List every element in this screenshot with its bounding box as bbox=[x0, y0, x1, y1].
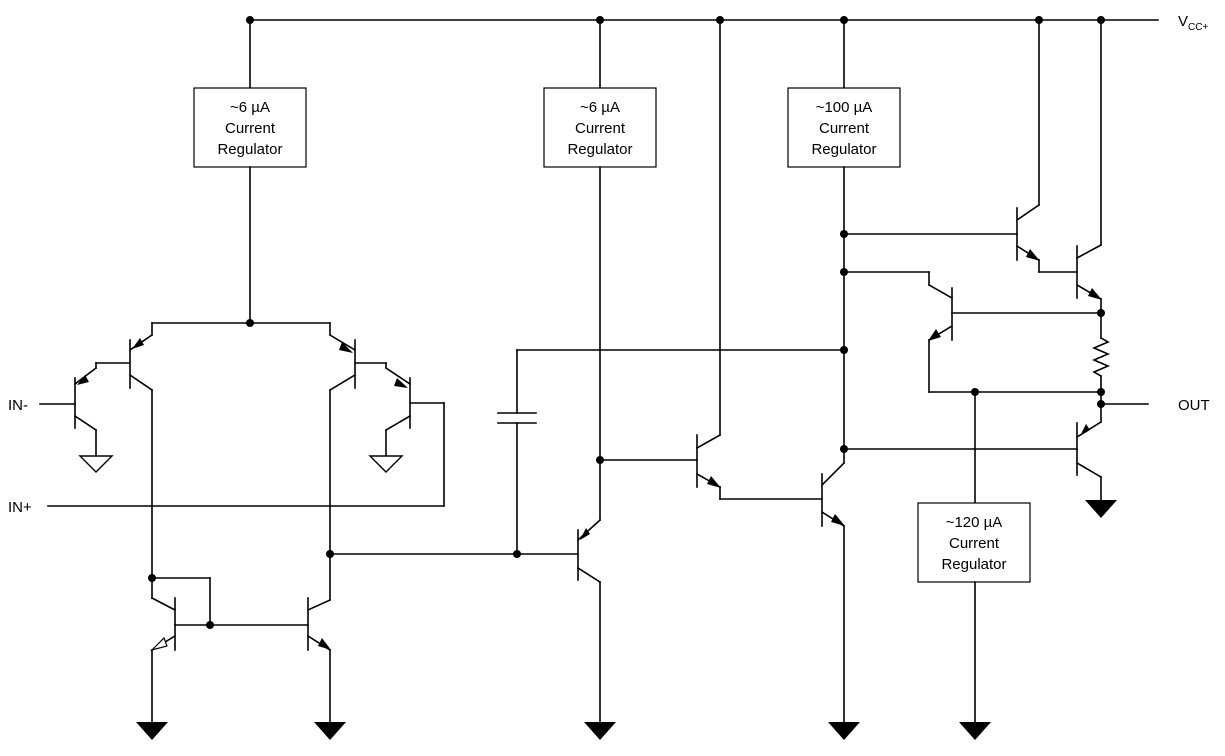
driver-stage bbox=[695, 19, 860, 740]
regulator-1-line3: Regulator bbox=[217, 141, 282, 158]
in-minus-label: IN- bbox=[8, 397, 28, 414]
output-stage bbox=[843, 19, 1149, 518]
regulator-4-line3: Regulator bbox=[941, 556, 1006, 573]
current-mirror bbox=[136, 574, 346, 740]
vcc-label: VCC+ bbox=[1178, 13, 1208, 33]
current-regulator-1: ~6 µA Current Regulator bbox=[193, 19, 307, 324]
regulator-2-value: ~6 µA bbox=[580, 99, 620, 116]
regulator-4-value: ~120 µA bbox=[946, 514, 1003, 531]
regulator-2-line2: Current bbox=[575, 120, 626, 137]
in-plus-label: IN+ bbox=[8, 499, 32, 516]
current-regulator-3: ~100 µA Current Regulator bbox=[787, 19, 901, 464]
regulator-4-line2: Current bbox=[949, 535, 1000, 552]
current-regulator-4: ~120 µA Current Regulator bbox=[917, 391, 1031, 740]
regulator-3-line3: Regulator bbox=[811, 141, 876, 158]
input-stage bbox=[39, 319, 445, 601]
regulator-3-line2: Current bbox=[819, 120, 870, 137]
vcc-rail bbox=[246, 16, 1159, 24]
regulator-1-value: ~6 µA bbox=[230, 99, 270, 116]
regulator-1-line2: Current bbox=[225, 120, 276, 137]
second-stage bbox=[326, 349, 845, 740]
current-regulator-2: ~6 µA Current Regulator bbox=[543, 19, 698, 521]
regulator-3-value: ~100 µA bbox=[816, 99, 873, 116]
out-label: OUT bbox=[1178, 397, 1210, 414]
regulator-2-line3: Regulator bbox=[567, 141, 632, 158]
